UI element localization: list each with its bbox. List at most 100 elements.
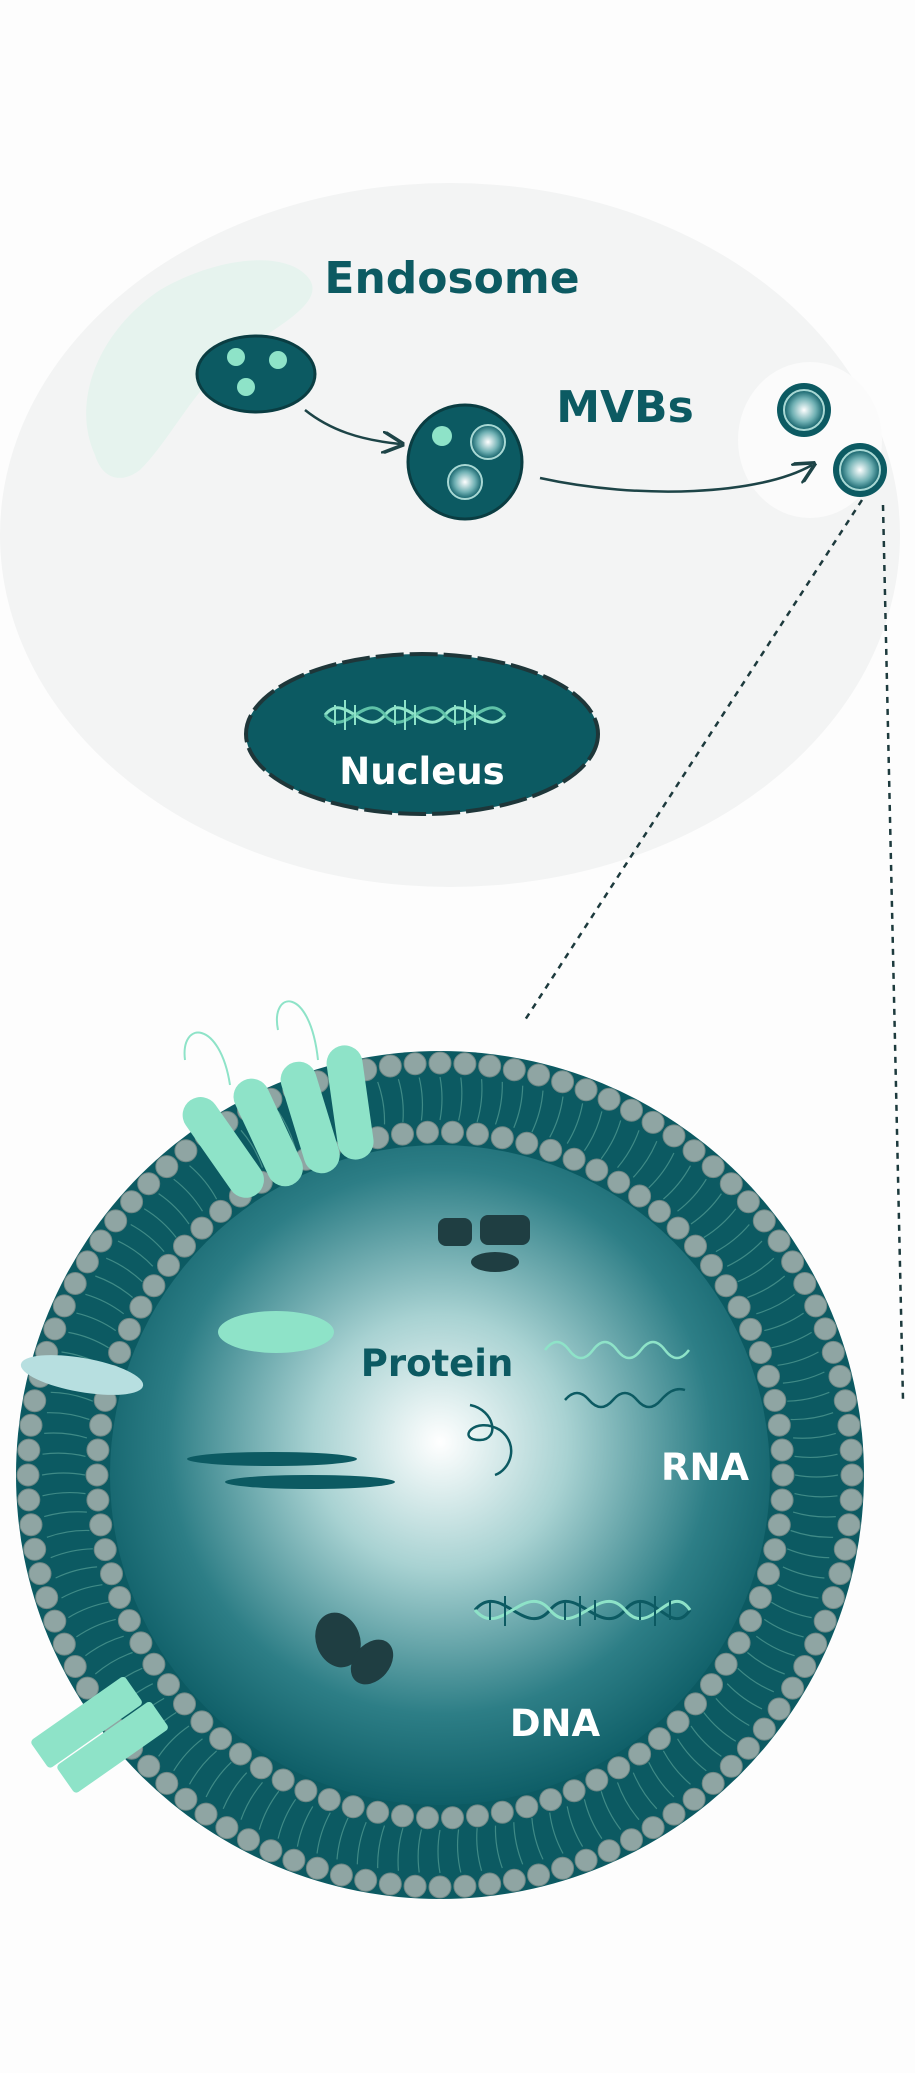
lipid-head (662, 1124, 686, 1148)
lipid-tail (42, 1491, 86, 1497)
lipid-tail (336, 1817, 349, 1860)
lipid-head (562, 1779, 586, 1803)
lipid-head (490, 1126, 514, 1150)
lipid-tail (42, 1452, 86, 1457)
lipid-head (378, 1872, 402, 1896)
endosome-label: Endosome (324, 253, 579, 304)
lipid-tail (46, 1412, 90, 1421)
lipid-tail (494, 1081, 503, 1125)
lipid-tail (782, 1371, 825, 1384)
lipid-head (813, 1609, 837, 1633)
lipid-tail (513, 1822, 524, 1865)
lipid-head (585, 1768, 609, 1792)
lipid-tail (600, 1791, 622, 1830)
lipid-tail (222, 1772, 248, 1810)
lipid-head (142, 1274, 166, 1298)
lipid-head (736, 1736, 760, 1760)
lipid-head (237, 1828, 260, 1852)
lipid-head (752, 1209, 776, 1233)
lipid-head (403, 1874, 427, 1898)
lipid-tail (747, 1275, 786, 1299)
lipid-tail (41, 1472, 86, 1476)
lipid-tail (76, 1312, 117, 1332)
lipid-tail (188, 1750, 217, 1785)
lipid-tail (793, 1432, 836, 1439)
lipid-tail (617, 1130, 640, 1168)
lipid-head (157, 1253, 180, 1277)
lipid-head (478, 1872, 502, 1896)
lipid-head (719, 1754, 743, 1778)
lipid-head (228, 1742, 252, 1766)
lipid-head (155, 1155, 179, 1179)
lipid-tail (632, 1772, 658, 1810)
lipid-head (129, 1631, 153, 1655)
lipid-head (839, 1488, 863, 1512)
lipid-head (100, 1562, 123, 1586)
lipid-head (770, 1438, 794, 1462)
lipid-head (282, 1848, 306, 1872)
lipid-tail (764, 1312, 804, 1332)
lipid-tail (356, 1821, 367, 1865)
lipid-tail (777, 1351, 819, 1366)
lipid-rods (187, 1452, 395, 1489)
lipid-head (821, 1586, 845, 1610)
lipid-tail (458, 1077, 463, 1121)
lipid-tail (94, 1651, 133, 1675)
lipid-head (828, 1364, 852, 1388)
lipid-head (647, 1199, 671, 1223)
dna-label: DNA (510, 1702, 601, 1745)
lipid-head (441, 1120, 464, 1144)
lipid-head (104, 1209, 128, 1233)
lipid-tail (726, 1240, 763, 1267)
exosome-lumen (110, 1145, 770, 1805)
lipid-head (305, 1856, 329, 1880)
lipid-head (840, 1463, 864, 1487)
lipid-head (641, 1816, 665, 1840)
lipid-head (329, 1863, 353, 1887)
lipid-tail (85, 1293, 125, 1315)
lipid-head (157, 1673, 180, 1697)
lipid-head (63, 1655, 87, 1678)
lipid-head (466, 1122, 489, 1146)
lipid-head (585, 1158, 609, 1182)
lipid-head (620, 1098, 643, 1122)
lipid-tail (76, 1618, 116, 1638)
lipid-head (804, 1632, 828, 1656)
lipid-head (763, 1538, 787, 1562)
lipid-head (129, 1295, 153, 1319)
lipid-head (739, 1609, 763, 1633)
lipid-head (137, 1754, 161, 1778)
lipid-tail (418, 1077, 424, 1121)
lipid-head (63, 1272, 87, 1295)
lipid-tail (296, 1806, 314, 1847)
lipid-tail (439, 1076, 443, 1121)
lipid-head (403, 1052, 427, 1076)
lipid-head (215, 1816, 239, 1840)
lipid-head (85, 1463, 109, 1487)
lipid-head (28, 1562, 52, 1586)
lipid-tail (494, 1825, 503, 1869)
lipid-tail (549, 1096, 564, 1138)
lipid-head (453, 1052, 477, 1076)
lipid-head (502, 1868, 526, 1892)
lipid-head (86, 1438, 110, 1462)
lipid-head (597, 1087, 621, 1111)
lipid-head (757, 1364, 780, 1388)
lipid-tail (143, 1208, 177, 1238)
lipid-head (89, 1413, 113, 1437)
lipid-tail (677, 1178, 707, 1212)
lipid-head (539, 1138, 563, 1162)
lipid-head (416, 1806, 439, 1830)
lipid-tail (703, 1208, 737, 1239)
lipid-tail (583, 1799, 603, 1839)
lipid-head (763, 1388, 787, 1412)
lipid-head (52, 1294, 76, 1318)
lipid-head (647, 1727, 671, 1751)
lipid-tail (476, 1079, 483, 1123)
lipid-head (428, 1051, 452, 1075)
lipid-head (259, 1839, 283, 1863)
lipid-head (771, 1463, 795, 1487)
lipid-head (837, 1413, 861, 1437)
lipid-tail (68, 1601, 109, 1619)
lipid-head (748, 1341, 772, 1364)
